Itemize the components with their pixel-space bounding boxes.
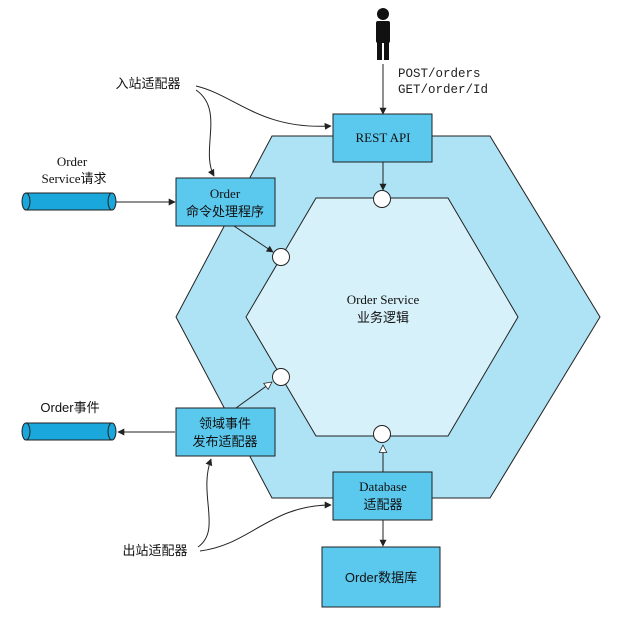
event-publisher-line2: 发布适配器 <box>192 434 257 449</box>
db-adapter-line1: Database <box>359 479 407 494</box>
outbound-curve-to-publisher <box>197 458 213 548</box>
db-adapter-box <box>332 471 433 521</box>
port-events <box>272 368 290 386</box>
events-channel <box>21 422 117 441</box>
handler-to-port <box>233 225 274 253</box>
core-subtitle: 业务逻辑 <box>357 310 409 325</box>
inbound-curve-to-api <box>195 85 332 130</box>
events-channel-label: Order事件 <box>40 400 99 415</box>
port-rest-api <box>373 190 391 208</box>
api-request-post: POST/orders <box>398 67 481 81</box>
event-publisher-line1: 领域事件 <box>199 416 251 431</box>
publisher-to-port <box>235 382 272 409</box>
port-command <box>272 248 290 266</box>
inbound-adapter-label: 入站适配器 <box>115 76 180 91</box>
event-publisher-box <box>175 407 276 457</box>
database-label: Order数据库 <box>345 570 417 585</box>
api-request-get: GET/order/Id <box>398 83 488 97</box>
request-channel-line1: Order <box>57 154 88 169</box>
outbound-curve-to-db <box>199 501 332 552</box>
outbound-adapter-label: 出站适配器 <box>122 543 187 558</box>
command-handler-line2: 命令处理程序 <box>186 204 264 219</box>
database-box <box>321 546 441 608</box>
db-adapter-line2: 适配器 <box>363 497 402 512</box>
core-title: Order Service <box>347 292 420 307</box>
user-icon <box>376 8 390 60</box>
request-channel <box>21 192 117 211</box>
rest-api-label: REST API <box>355 130 410 145</box>
command-handler-box <box>175 177 276 227</box>
inner-hexagon <box>245 197 519 437</box>
inbound-curve-to-handler <box>195 89 215 177</box>
request-channel-line2: Service请求 <box>42 171 107 186</box>
port-database <box>373 425 391 443</box>
command-handler-line1: Order <box>210 186 241 201</box>
rest-api-box <box>332 113 433 163</box>
